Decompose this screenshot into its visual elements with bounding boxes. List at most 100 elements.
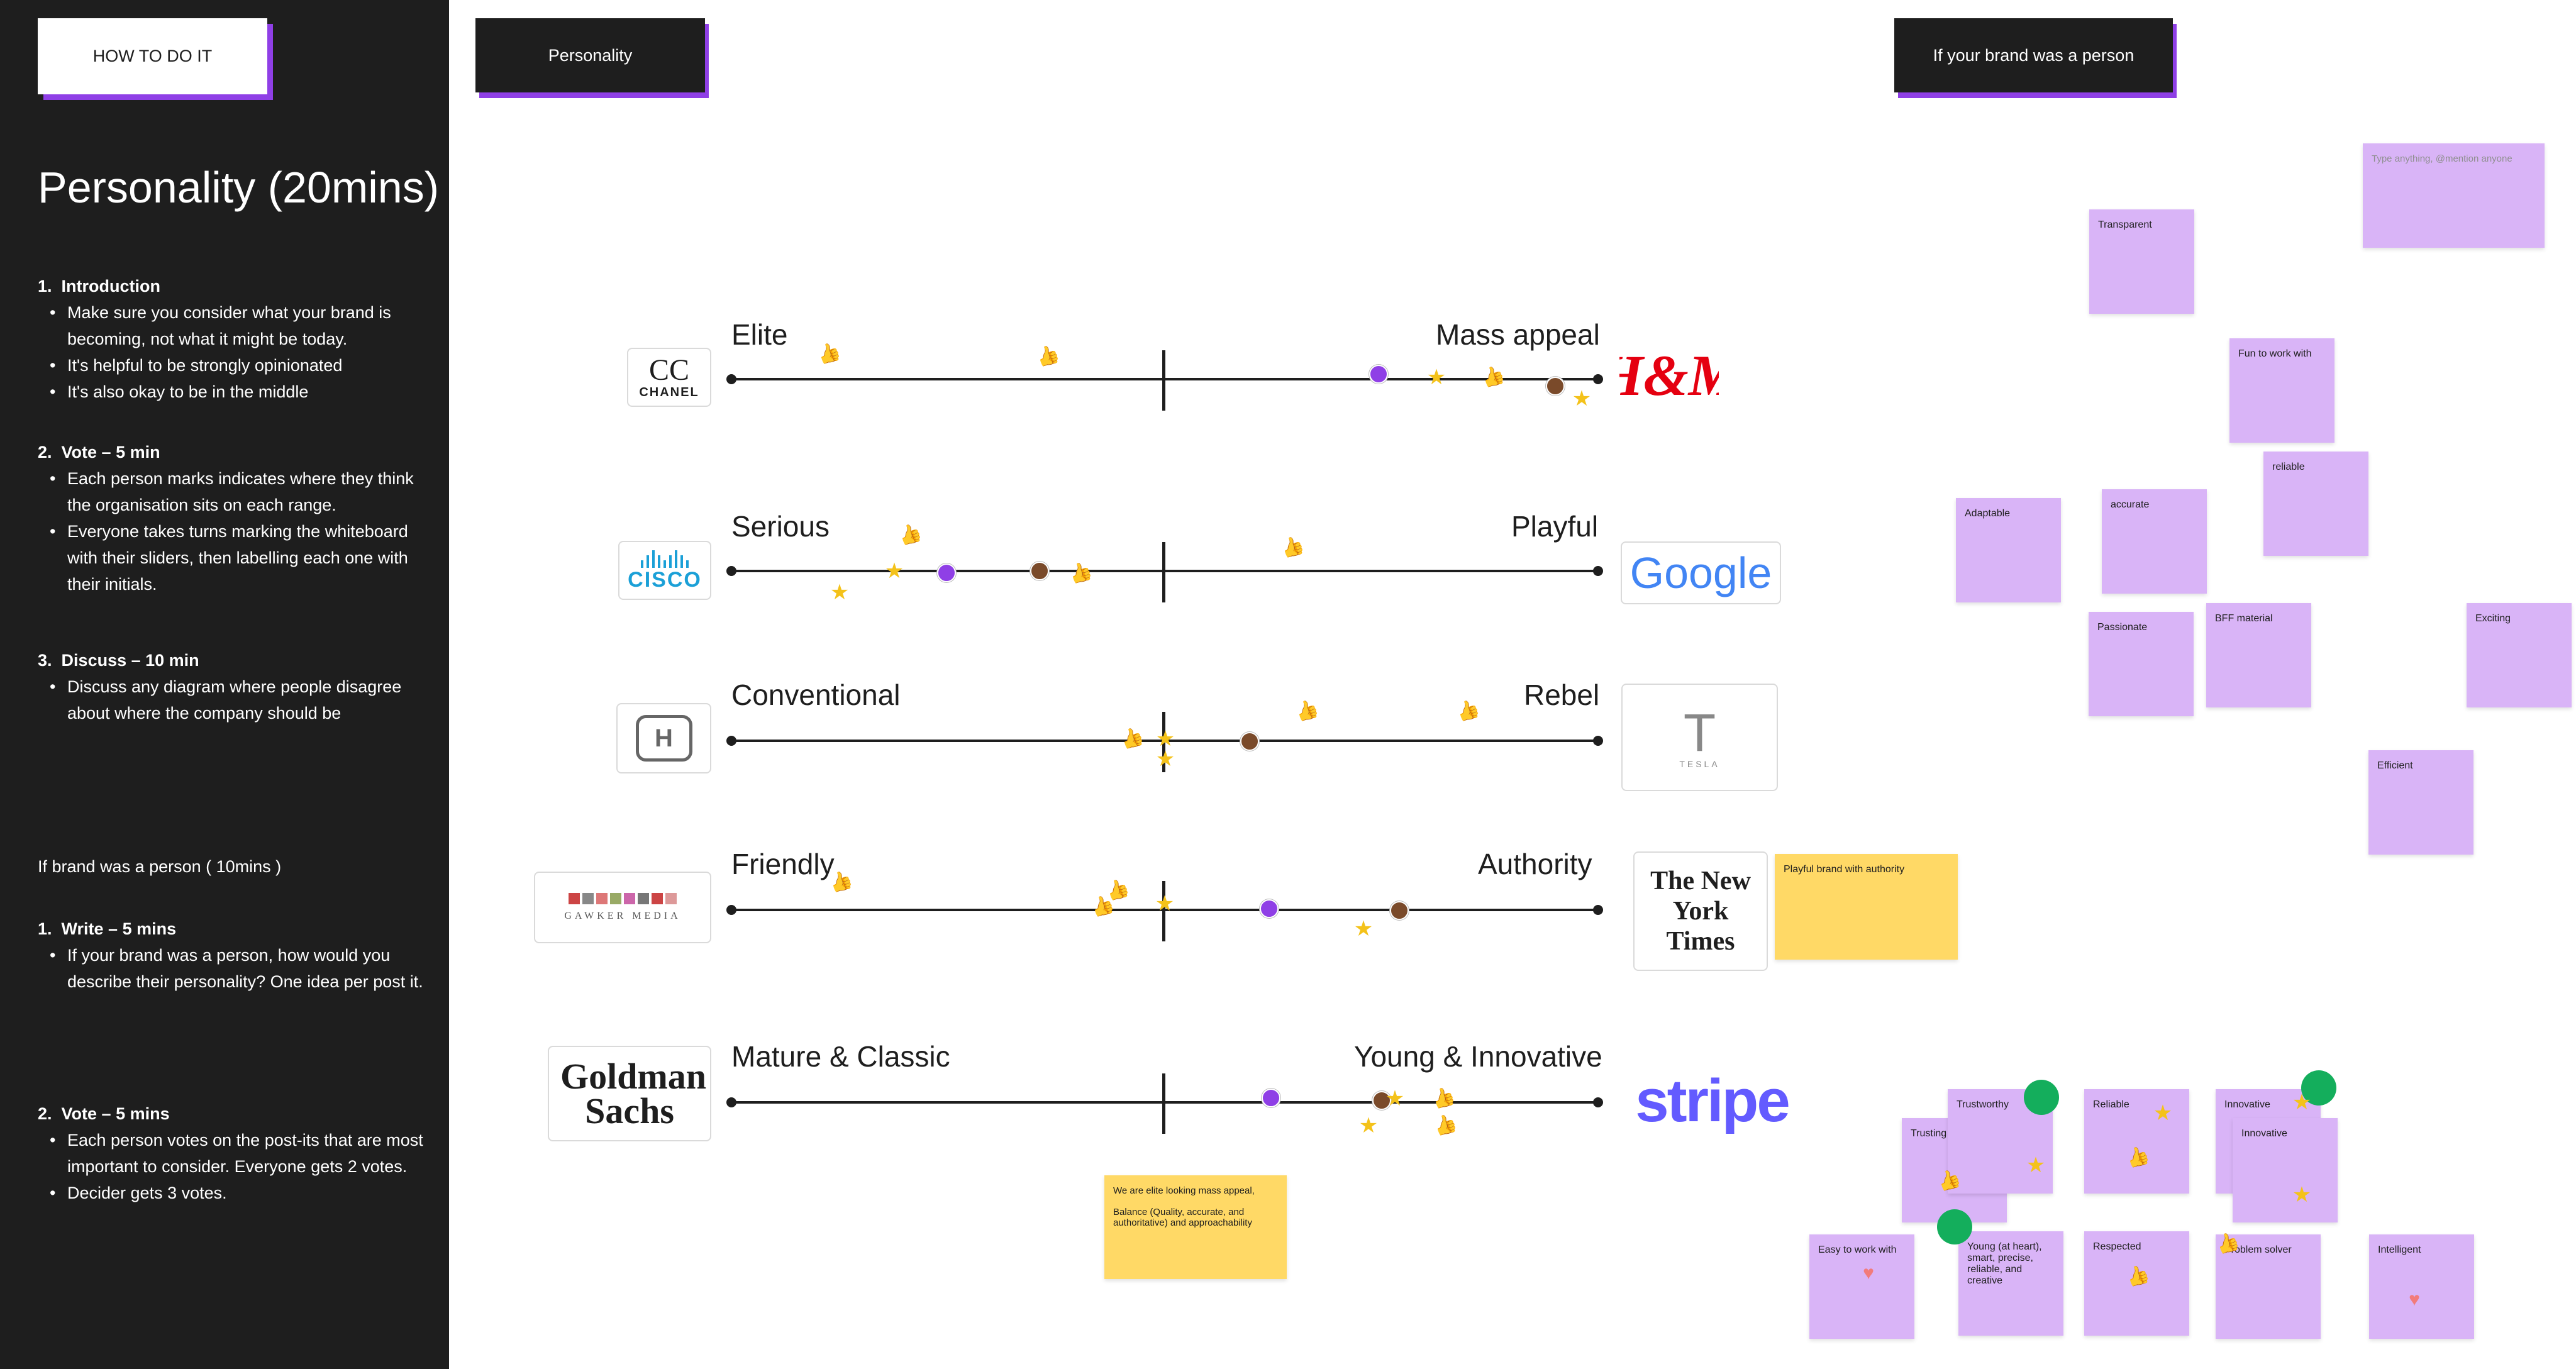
- thumbs-up-icon[interactable]: 👍: [1277, 533, 1307, 562]
- step-vote: 2. Vote – 5 min Each person marks indica…: [38, 439, 434, 597]
- sticky-note[interactable]: Intelligent: [2369, 1234, 2474, 1339]
- star-icon[interactable]: ★: [2153, 1101, 2173, 1125]
- avatar[interactable]: [1030, 562, 1049, 580]
- star-icon[interactable]: ★: [1155, 727, 1175, 751]
- nyt-logo: The New York Times: [1633, 851, 1768, 971]
- slider-start: [726, 736, 736, 746]
- heart-icon[interactable]: ♥: [1863, 1263, 1874, 1283]
- sticky-note[interactable]: Young (at heart), smart, precise, reliab…: [1958, 1231, 2063, 1336]
- step-vote-2: 2. Vote – 5 mins Each person votes on th…: [38, 1100, 434, 1206]
- slider-start: [726, 1097, 736, 1107]
- tesla-logo: T TESLA: [1621, 684, 1778, 791]
- thumbs-up-icon[interactable]: 👍: [826, 868, 856, 896]
- star-icon[interactable]: ★: [884, 559, 904, 583]
- sticky-note[interactable]: We are elite looking mass appeal, Balanc…: [1104, 1175, 1287, 1279]
- star-icon[interactable]: ★: [1426, 365, 1446, 389]
- thumbs-up-icon[interactable]: 👍: [1117, 724, 1147, 753]
- gawker-logo: GAWKER MEDIA: [534, 872, 711, 943]
- slider-midpoint: [1162, 881, 1165, 941]
- slider-end: [1593, 1097, 1603, 1107]
- star-icon[interactable]: ★: [1353, 917, 1374, 941]
- sticky-note-input[interactable]: Type anything, @mention anyone: [2363, 143, 2545, 248]
- slider-right-label: Mass appeal: [1436, 318, 1600, 351]
- avatar[interactable]: [1372, 1091, 1391, 1110]
- goldman-sachs-logo: Goldman Sachs: [548, 1046, 711, 1141]
- sticky-note[interactable]: Passionate: [2089, 612, 2194, 716]
- stripe-logo: stripe: [1633, 1066, 1790, 1136]
- logo-text: TESLA: [1679, 758, 1720, 769]
- sticky-note[interactable]: Playful brand with authority: [1775, 854, 1958, 960]
- sticky-note[interactable]: accurate: [2102, 489, 2207, 594]
- gawker-stripes-icon: [569, 893, 677, 904]
- sticky-note[interactable]: Exciting: [2467, 603, 2572, 707]
- slider-left-label: Elite: [731, 318, 788, 351]
- thumbs-up-icon[interactable]: 👍: [1292, 697, 1322, 725]
- honda-h-icon: H: [635, 715, 692, 762]
- personality-header[interactable]: Personality: [475, 18, 705, 92]
- step-number: 2.: [38, 1104, 52, 1123]
- slider-start: [726, 566, 736, 576]
- sticky-note[interactable]: reliable: [2263, 452, 2368, 556]
- slider-right-label: Authority: [1478, 848, 1592, 880]
- sticky-note[interactable]: Innovative: [2233, 1118, 2338, 1222]
- sticky-note[interactable]: BFF material: [2206, 603, 2311, 707]
- avatar[interactable]: [1546, 377, 1565, 396]
- thumbs-up-icon[interactable]: 👍: [1087, 892, 1118, 921]
- vote-dot[interactable]: [1937, 1209, 1972, 1244]
- list-item: Decider gets 3 votes.: [50, 1180, 434, 1206]
- step-heading: Write – 5 mins: [61, 919, 177, 938]
- star-icon[interactable]: ★: [1155, 747, 1175, 771]
- heart-icon[interactable]: ♥: [2409, 1289, 2420, 1310]
- thumbs-up-icon[interactable]: 👍: [1033, 342, 1063, 370]
- avatar[interactable]: [1262, 1089, 1280, 1107]
- sticky-note[interactable]: Reliable: [2084, 1089, 2189, 1194]
- star-icon[interactable]: ★: [1572, 387, 1592, 411]
- sticky-note[interactable]: Fun to work with: [2229, 338, 2334, 443]
- slider-end: [1593, 566, 1603, 576]
- step-heading: Vote – 5 min: [61, 443, 160, 462]
- chanel-cc-icon: CC: [648, 353, 690, 387]
- instructions-panel: HOW TO DO IT Personality (20mins) 1. Int…: [0, 0, 449, 1369]
- cisco-logo: CISCO: [618, 541, 711, 600]
- thumbs-up-icon[interactable]: 👍: [1065, 559, 1096, 587]
- tesla-t-icon: T: [1683, 702, 1716, 762]
- vote-dot[interactable]: [2024, 1080, 2059, 1115]
- thumbs-up-icon[interactable]: 👍: [814, 340, 844, 368]
- step-heading: Introduction: [61, 277, 161, 296]
- how-to-do-it-button[interactable]: HOW TO DO IT: [38, 18, 267, 94]
- star-icon[interactable]: ★: [2026, 1153, 2046, 1177]
- list-item: Each person marks indicates where they t…: [50, 465, 434, 518]
- sticky-note[interactable]: Efficient: [2368, 750, 2473, 855]
- list-item: Make sure you consider what your brand i…: [50, 299, 434, 352]
- star-icon[interactable]: ★: [1385, 1087, 1405, 1111]
- brand-person-header[interactable]: If your brand was a person: [1894, 18, 2173, 92]
- sticky-note[interactable]: Respected: [2084, 1231, 2189, 1336]
- sticky-note[interactable]: Adaptable: [1956, 498, 2061, 602]
- sticky-note[interactable]: Easy to work with: [1809, 1234, 1914, 1339]
- slider-left-label: Friendly: [731, 848, 835, 880]
- honda-logo: H: [616, 703, 711, 773]
- star-icon[interactable]: ★: [2292, 1183, 2312, 1207]
- vote-dot[interactable]: [2301, 1070, 2336, 1106]
- thumbs-up-icon[interactable]: 👍: [1453, 697, 1483, 725]
- avatar[interactable]: [1240, 732, 1259, 751]
- slider-midpoint: [1162, 712, 1165, 772]
- slider-left-label: Serious: [731, 510, 830, 543]
- star-icon[interactable]: ★: [830, 580, 850, 604]
- slider-right-label: Rebel: [1524, 679, 1600, 711]
- avatar[interactable]: [1260, 899, 1279, 918]
- thumbs-up-icon[interactable]: 👍: [1430, 1111, 1460, 1139]
- star-icon[interactable]: ★: [1155, 892, 1175, 916]
- avatar[interactable]: [1369, 365, 1388, 384]
- thumbs-up-icon[interactable]: 👍: [1428, 1084, 1458, 1112]
- thumbs-up-icon[interactable]: 👍: [1478, 363, 1508, 391]
- star-icon[interactable]: ★: [2292, 1090, 2312, 1114]
- sticky-note[interactable]: Transparent: [2089, 209, 2194, 314]
- star-icon[interactable]: ★: [1358, 1114, 1379, 1138]
- thumbs-up-icon[interactable]: 👍: [895, 521, 925, 549]
- logo-text: CHANEL: [639, 385, 699, 399]
- avatar[interactable]: [937, 563, 956, 582]
- hm-logo: H&M: [1619, 341, 1719, 409]
- avatar[interactable]: [1390, 901, 1409, 920]
- sticky-note[interactable]: Problem solver: [2216, 1234, 2321, 1339]
